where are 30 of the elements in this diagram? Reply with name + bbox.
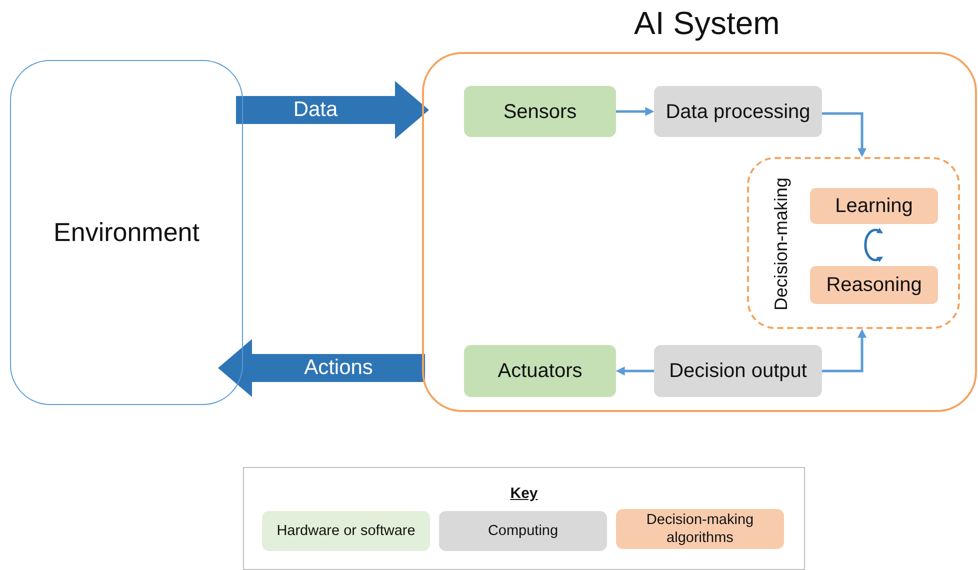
legend-swatch: Decision-making algorithms: [616, 509, 784, 549]
diagram-heading: AI System: [634, 4, 780, 42]
process-box: [654, 345, 822, 397]
node-label: Reasoning: [826, 273, 922, 297]
arrow: [616, 366, 654, 376]
arrow: [822, 112, 867, 158]
legend-swatch: Hardware or software: [262, 511, 430, 551]
arrow: [822, 328, 867, 372]
node-label: Actuators: [498, 359, 582, 383]
block-arrow: [236, 81, 429, 139]
arrow: [616, 107, 654, 116]
environment-box: [10, 60, 243, 405]
group-box: [747, 157, 960, 329]
process-box: [654, 86, 822, 137]
group-label: Decision-making: [771, 177, 792, 311]
process-box: [810, 266, 938, 304]
edge-label: Actions: [304, 356, 373, 380]
legend-title: Key: [510, 485, 538, 502]
block-arrow: [218, 339, 425, 397]
node-label: Decision output: [669, 359, 807, 383]
node-label: Environment: [54, 216, 200, 248]
arrow: [864, 228, 884, 262]
legend-swatch: Computing: [439, 511, 607, 551]
edge-label: Data: [293, 98, 338, 122]
process-box: [464, 86, 616, 137]
node-label: Learning: [835, 194, 913, 218]
process-box: [810, 188, 938, 224]
node-label: Sensors: [503, 100, 577, 124]
process-box: [464, 345, 616, 397]
node-label: Data processing: [666, 100, 810, 124]
